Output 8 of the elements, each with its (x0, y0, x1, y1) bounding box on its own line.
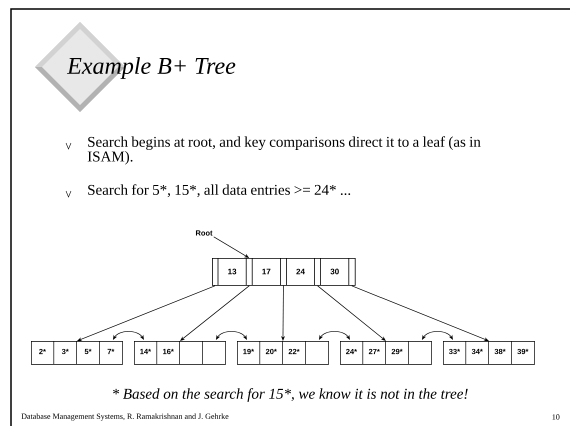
index-node: 13 17 24 30 (212, 258, 356, 286)
page-number: 10 (552, 414, 560, 420)
bullet-text: Search begins at root, and key comparisons direct it to a leaf (as in ISAM). (88, 136, 481, 165)
bullet-text: Search for 5*, 15*, all data entries >= 24* ... (88, 184, 350, 198)
footer-text: Database Management Systems, R. Ramakrishnan and J. Gehrke (21, 413, 228, 421)
footnote: * Based on the search for 15*, we know it is not in the tree! (113, 388, 468, 402)
slide-title: Example B+ Tree (66, 57, 236, 79)
pointer-arrow (317, 285, 386, 341)
